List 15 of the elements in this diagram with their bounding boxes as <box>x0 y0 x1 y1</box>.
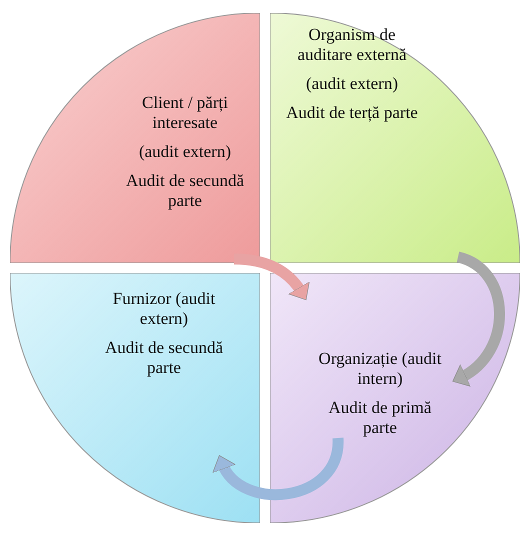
quadrant-segment <box>10 13 260 263</box>
quadrant-text: Organism de auditare externă <box>296 25 408 65</box>
quadrant-text: (audit extern) <box>138 142 232 162</box>
quadrant-text: Audit de secundă parte <box>104 338 224 378</box>
quadrant-text: Audit de terță parte <box>285 103 419 123</box>
quadrant-text: Client / părți interesate <box>141 93 229 133</box>
quadrant-text: Furnizor (audit extern) <box>112 289 216 329</box>
quadrant-text: Audit de primă parte <box>328 398 432 438</box>
quadrant-segment <box>270 273 520 523</box>
curved-arrow <box>214 438 344 500</box>
quadrant-text: Audit de secundă parte <box>124 171 246 211</box>
quadrant-text: (audit extern) <box>304 74 400 94</box>
quadrant-segment <box>270 13 520 263</box>
quadrant-text: Organizație (audit intern) <box>318 349 442 389</box>
quadrant-segment <box>10 273 260 523</box>
